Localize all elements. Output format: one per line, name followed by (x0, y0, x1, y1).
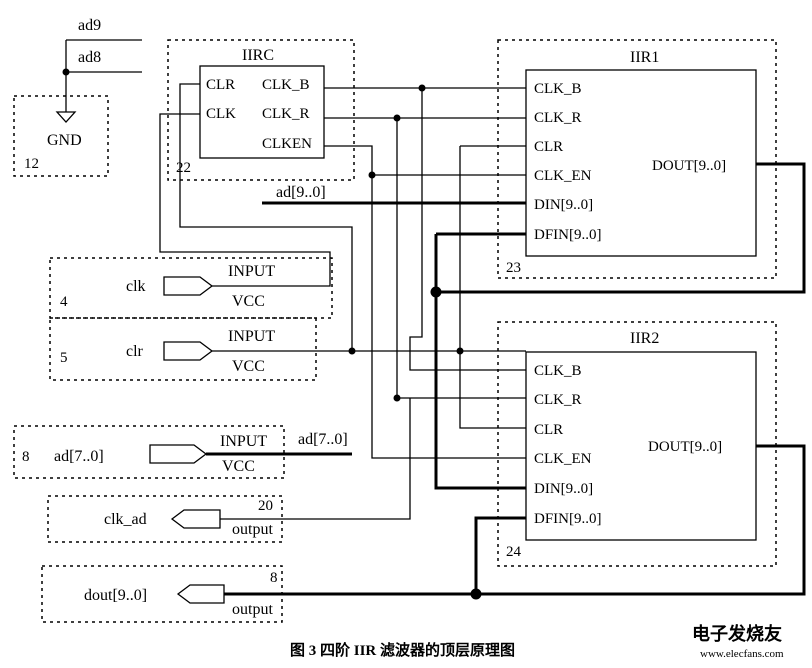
clr-port-name: clr (126, 343, 144, 360)
iir2-pin-dout: DOUT[9..0] (648, 439, 722, 455)
clk-port-name: clk (126, 278, 146, 295)
wire-clken (324, 145, 526, 176)
iirc-body (199, 65, 325, 159)
io-ad-block: ad[7..0] INPUT VCC 8 (13, 425, 285, 479)
wire-clk-ad (220, 398, 411, 520)
iir2-pin-clk-b: CLK_B (534, 363, 582, 379)
iir2-number: 24 (506, 544, 522, 560)
iirc-dashed-frame (167, 39, 355, 181)
clr-dashed-frame (49, 317, 317, 381)
bus-iir2-dout (224, 444, 806, 596)
clk-ad-output-port-symbol (170, 509, 221, 529)
iirc-pin-clk-b: CLK_B (262, 77, 310, 93)
clr-port-kind: INPUT (228, 328, 275, 345)
wire-clk (159, 113, 331, 287)
clr-port-number: 5 (60, 350, 68, 366)
bus-label-ad-9-0: ad[9..0] (276, 184, 326, 201)
gnd-block: ad9 ad8 GND 12 (13, 17, 142, 177)
iir2-pin-dfin: DFIN[9..0] (534, 511, 602, 527)
iir2-pin-din: DIN[9..0] (534, 481, 593, 497)
ad-port-name: ad[7..0] (54, 448, 104, 465)
iirc-block: IIRC CLR CLK CLK_B CLK_R CLKEN 22 (167, 39, 355, 181)
ad-input-port-symbol (149, 444, 208, 464)
iir2-pin-clr: CLR (534, 422, 563, 438)
ad-port-number: 8 (22, 449, 30, 465)
io-clk-ad-block: clk_ad output 20 (47, 495, 283, 543)
clk-input-port-symbol (163, 276, 214, 296)
ground-symbol (55, 111, 77, 123)
iir2-dashed-frame (497, 321, 777, 567)
net-label-ad8: ad8 (78, 49, 101, 66)
iir1-dashed-frame (497, 39, 777, 279)
gnd-label: GND (47, 132, 82, 149)
ad-port-vcc: VCC (222, 458, 255, 475)
iirc-pin-clken: CLKEN (262, 136, 312, 152)
ad-dashed-frame (13, 425, 285, 479)
iir2-pin-clk-r: CLK_R (534, 392, 582, 408)
clk-ad-port-number: 20 (258, 498, 273, 514)
iir1-number: 23 (506, 260, 521, 276)
dout-port-number: 8 (270, 570, 278, 586)
iirc-pin-clk-r: CLK_R (262, 106, 310, 122)
bus-iir1-dout (436, 162, 806, 294)
iir1-pin-clk-r: CLK_R (534, 110, 582, 126)
figure-caption: 图 3 四阶 IIR 滤波器的顶层原理图 (290, 641, 515, 659)
iir2-block: IIR2 CLK_B CLK_R CLR CLK_EN DIN[9..0] DF… (497, 321, 777, 567)
io-clr-block: clr INPUT VCC 5 (49, 317, 317, 381)
iir2-title: IIR2 (630, 330, 659, 347)
iir1-pin-clk-en: CLK_EN (534, 168, 592, 184)
net-label-ad9: ad9 (78, 17, 101, 34)
io-clk-block: clk INPUT VCC 4 (49, 257, 333, 319)
iir1-pin-din: DIN[9..0] (534, 197, 593, 213)
dout-output-port-symbol (176, 584, 225, 604)
clk-port-vcc: VCC (232, 293, 265, 310)
iir1-block: IIR1 CLK_B CLK_R CLR CLK_EN DIN[9..0] DF… (497, 39, 777, 279)
iir1-pin-clr: CLR (534, 139, 563, 155)
bus-label-ad-7-0: ad[7..0] (298, 431, 348, 448)
watermark-logo: 电子发烧友 (692, 623, 782, 644)
gnd-number: 12 (24, 156, 39, 172)
clk-port-kind: INPUT (228, 263, 275, 280)
iir1-pin-clk-b: CLK_B (534, 81, 582, 97)
clr-input-port-symbol (163, 341, 214, 361)
wiring: ad[9..0] ad[7..0] (159, 83, 806, 600)
clk-port-number: 4 (60, 294, 68, 310)
iirc-title: IIRC (242, 47, 274, 64)
clk-ad-port-name: clk_ad (104, 511, 147, 528)
iir1-title: IIR1 (630, 49, 659, 66)
iir2-pin-clk-en: CLK_EN (534, 451, 592, 467)
watermark-url: www.elecfans.com (700, 648, 784, 660)
clk-ad-port-kind: output (232, 521, 273, 538)
gnd-dashed-frame (13, 95, 109, 177)
ad-port-kind: INPUT (220, 433, 267, 450)
clr-port-vcc: VCC (232, 358, 265, 375)
iir1-pin-dout: DOUT[9..0] (652, 158, 726, 174)
iirc-pin-clr: CLR (206, 77, 235, 93)
dout-port-name: dout[9..0] (84, 587, 147, 604)
iirc-pin-clk: CLK (206, 106, 236, 122)
iir1-pin-dfin: DFIN[9..0] (534, 227, 602, 243)
dout-port-kind: output (232, 601, 273, 618)
iirc-number: 22 (176, 160, 191, 176)
